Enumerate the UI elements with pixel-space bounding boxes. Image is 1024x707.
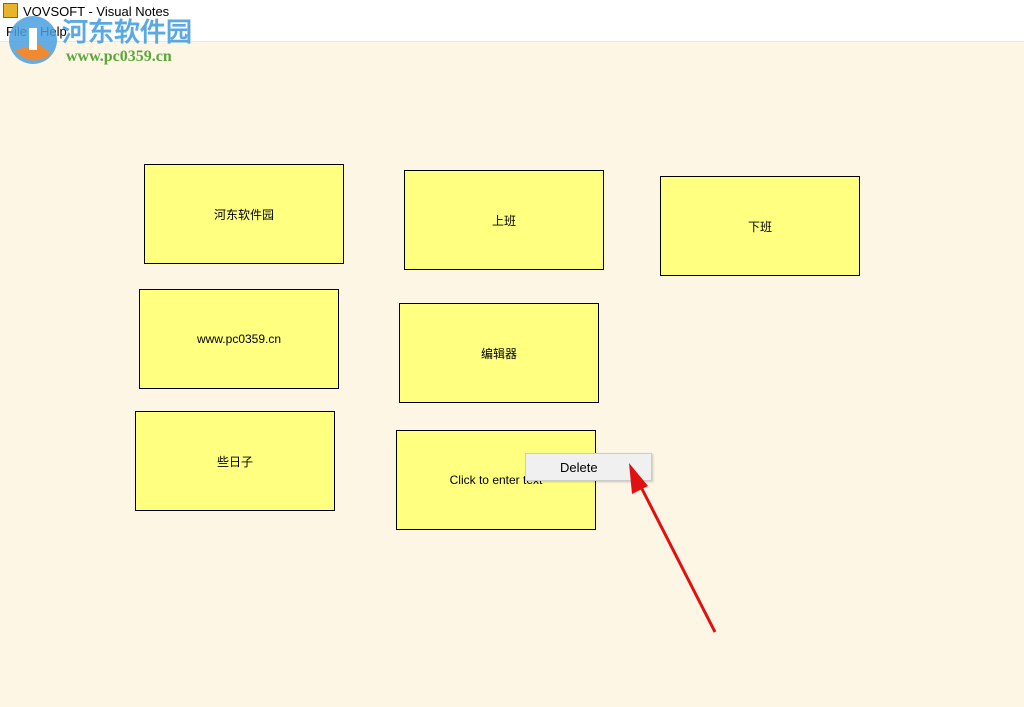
arrow-shaft xyxy=(638,484,717,633)
note[interactable]: Click to enter text xyxy=(396,430,596,530)
context-menu-delete[interactable]: Delete xyxy=(560,460,598,475)
watermark-text: 河东软件园 xyxy=(62,18,193,48)
note[interactable]: 河东软件园 xyxy=(144,164,344,264)
note[interactable]: 下班 xyxy=(660,176,860,276)
watermark-logo xyxy=(5,10,65,73)
window-title: VOVSOFT - Visual Notes xyxy=(23,4,170,19)
app-icon xyxy=(3,3,18,18)
arrow-head-icon xyxy=(629,463,648,494)
note[interactable]: 编辑器 xyxy=(399,303,599,403)
watermark-logo-icon xyxy=(9,16,57,64)
note[interactable]: 上班 xyxy=(404,170,604,270)
watermark-url: www.pc0359.cn xyxy=(66,48,172,65)
title-bar: VOVSOFT - Visual Notes xyxy=(0,0,1024,22)
note[interactable]: www.pc0359.cn xyxy=(139,289,339,389)
note[interactable]: 些日子 xyxy=(135,411,335,511)
